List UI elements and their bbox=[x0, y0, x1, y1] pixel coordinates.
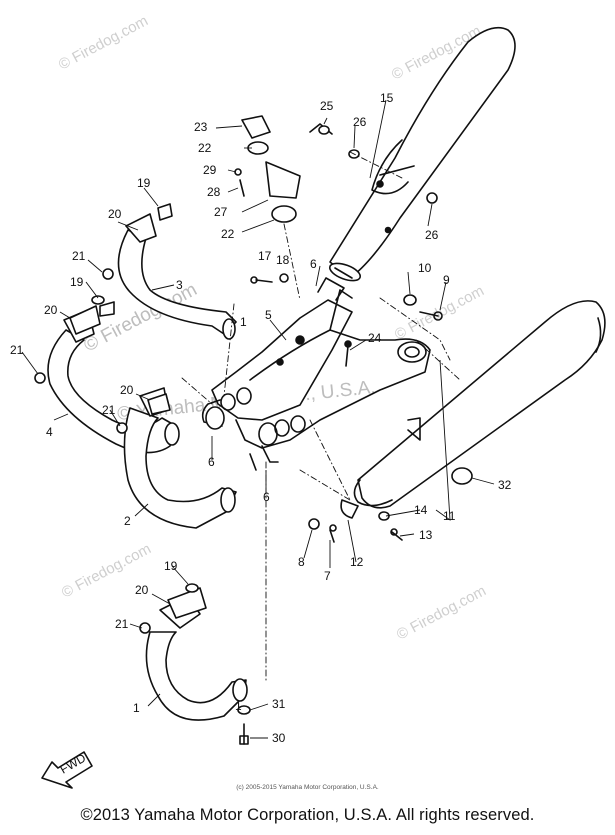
callout-31: 31 bbox=[272, 697, 286, 711]
callout-30: 30 bbox=[272, 731, 286, 745]
callout-11: 11 bbox=[443, 509, 456, 523]
exhaust-pipe-1 bbox=[145, 595, 248, 721]
callout-21: 21 bbox=[102, 403, 116, 417]
exhaust-pipe-3 bbox=[117, 213, 237, 340]
watermark-text: © Firedog.com bbox=[56, 12, 151, 73]
callout-15: 15 bbox=[380, 91, 394, 105]
callout-28: 28 bbox=[207, 185, 221, 199]
callout-19: 19 bbox=[70, 275, 84, 289]
callout-27: 27 bbox=[214, 205, 228, 219]
muffler-upper bbox=[328, 26, 516, 282]
callout-4: 4 bbox=[46, 425, 53, 439]
callout-leaders bbox=[21, 99, 495, 739]
callout-22: 22 bbox=[198, 141, 212, 155]
callout-23: 23 bbox=[194, 120, 208, 134]
callout-18: 18 bbox=[276, 253, 290, 267]
callout-20: 20 bbox=[135, 583, 149, 597]
callout-26: 26 bbox=[353, 115, 367, 129]
callout-20: 20 bbox=[120, 383, 134, 397]
callout-20: 20 bbox=[44, 303, 58, 317]
muffler-lower bbox=[353, 300, 606, 509]
callout-22: 22 bbox=[221, 227, 235, 241]
callout-20: 20 bbox=[108, 207, 122, 221]
callout-21: 21 bbox=[115, 617, 129, 631]
copyright-footer: ©2013 Yamaha Motor Corporation, U.S.A. A… bbox=[80, 806, 535, 824]
hardware-parts bbox=[34, 115, 473, 745]
callout-19: 19 bbox=[164, 559, 178, 573]
callout-19: 19 bbox=[137, 176, 151, 190]
callout-29: 29 bbox=[203, 163, 217, 177]
callout-6: 6 bbox=[310, 257, 317, 271]
callout-10: 10 bbox=[418, 261, 432, 275]
callout-14: 14 bbox=[414, 503, 428, 517]
callout-7: 7 bbox=[324, 569, 331, 583]
watermark-text: © Firedog.com bbox=[394, 582, 489, 643]
callout-24: 24 bbox=[368, 331, 382, 345]
callout-26: 26 bbox=[425, 228, 439, 242]
callout-5: 5 bbox=[265, 308, 272, 322]
fwd-arrow bbox=[41, 751, 93, 789]
callout-6: 6 bbox=[263, 490, 270, 504]
callout-1: 1 bbox=[133, 701, 140, 715]
callout-2: 2 bbox=[124, 514, 131, 528]
callout-21: 21 bbox=[72, 249, 86, 263]
callout-1: 1 bbox=[235, 699, 242, 713]
callout-9: 9 bbox=[443, 273, 450, 287]
collector-body bbox=[201, 277, 431, 471]
callout-12: 12 bbox=[350, 555, 364, 569]
assembly-lines bbox=[181, 151, 461, 681]
callout-17: 17 bbox=[258, 249, 272, 263]
callout-labels: 1 1 2 3 1 4 5 6 6 6 7 8 9 10 11 12 13 14… bbox=[10, 91, 512, 745]
callout-13: 13 bbox=[419, 528, 433, 542]
callout-3: 3 bbox=[176, 278, 183, 292]
callout-1: 1 bbox=[240, 315, 247, 329]
copyright-small: (c) 2005-2015 Yamaha Motor Corporation, … bbox=[236, 784, 379, 791]
callout-21: 21 bbox=[10, 343, 24, 357]
callout-25: 25 bbox=[320, 99, 334, 113]
callout-32: 32 bbox=[498, 478, 512, 492]
callout-6: 6 bbox=[208, 455, 215, 469]
callout-8: 8 bbox=[298, 555, 305, 569]
